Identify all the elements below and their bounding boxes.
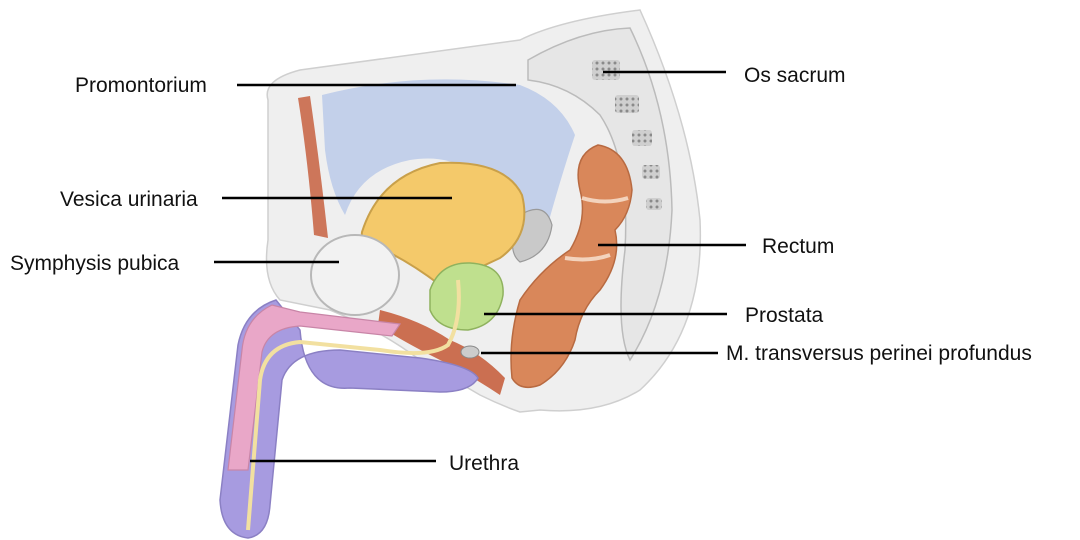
label-vesica-urinaria: Vesica urinaria <box>60 189 198 210</box>
label-prostata: Prostata <box>745 305 823 326</box>
label-promontorium: Promontorium <box>75 75 207 96</box>
label-m-transversus-perinei-profundus: M. transversus perinei profundus <box>726 343 1032 364</box>
sacrum-spongy-segment <box>642 165 660 179</box>
pubic-symphysis <box>311 235 399 315</box>
label-symphysis-pubica: Symphysis pubica <box>10 253 179 274</box>
label-rectum: Rectum <box>762 236 834 257</box>
label-os-sacrum: Os sacrum <box>744 65 846 86</box>
sacrum-spongy-segment <box>632 130 652 146</box>
sacrum-spongy-segment <box>615 95 639 113</box>
sacrum-spongy-segment <box>592 60 620 80</box>
label-urethra: Urethra <box>449 453 519 474</box>
bulbourethral-gland <box>461 346 479 358</box>
sacrum-spongy-segment <box>646 198 662 210</box>
